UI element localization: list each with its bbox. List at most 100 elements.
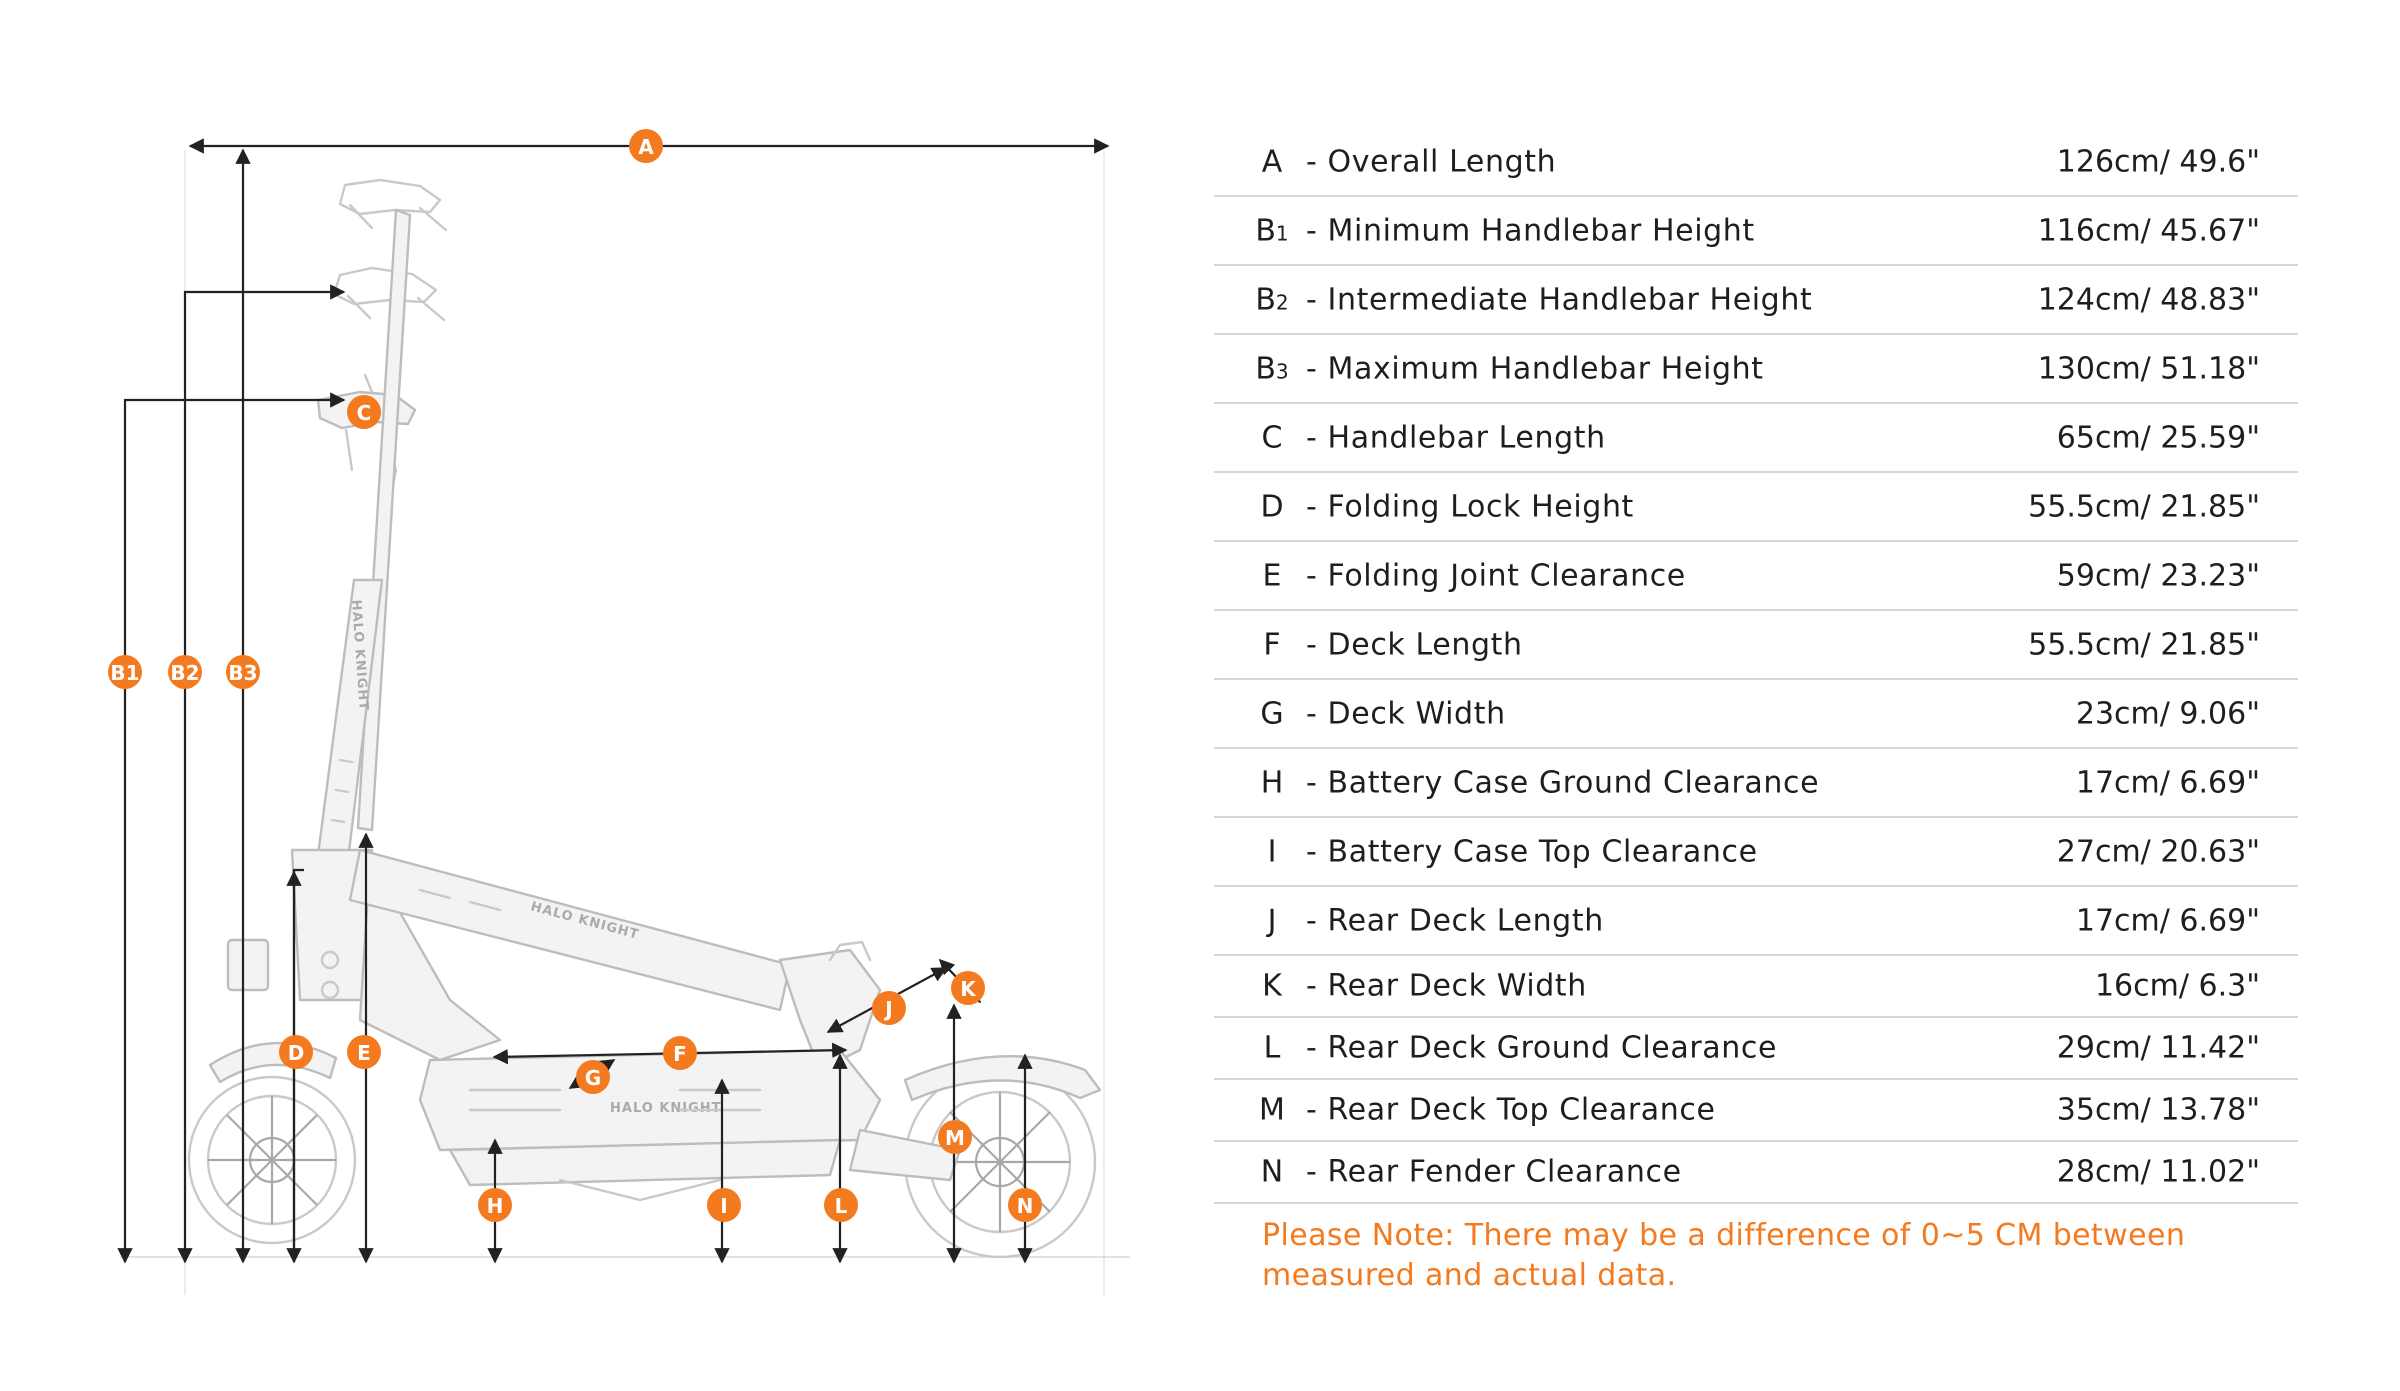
spec-value: 59cm/ 23.23"	[2056, 558, 2260, 593]
svg-text:E: E	[357, 1041, 371, 1065]
spec-code: E	[1262, 558, 1282, 593]
spec-label: - Rear Deck Top Clearance	[1306, 1092, 1716, 1128]
spec-value: 65cm/ 25.59"	[2056, 420, 2260, 455]
spec-row: H - Battery Case Ground Clearance 17cm/ 6.…	[1214, 749, 2298, 818]
spec-row: I - Battery Case Top Clearance 27cm/ 20.63…	[1214, 818, 2298, 887]
spec-value: 28cm/ 11.02"	[2056, 1154, 2260, 1190]
spec-row: E - Folding Joint Clearance 59cm/ 23.23"	[1214, 542, 2298, 611]
svg-text:HALO KNIGHT: HALO KNIGHT	[610, 1101, 722, 1116]
svg-text:M: M	[945, 1126, 965, 1150]
badge-a: A	[629, 129, 663, 163]
spec-code: A	[1261, 144, 1283, 179]
spec-label: - Minimum Handlebar Height	[1306, 213, 1755, 248]
spec-code: L	[1263, 1030, 1281, 1066]
badge-n: N	[1008, 1188, 1042, 1222]
badge-h: H	[478, 1188, 512, 1222]
spec-row: N - Rear Fender Clearance 28cm/ 11.02"	[1214, 1142, 2298, 1204]
dimension-spec-table: A - Overall Length 126cm/ 49.6" B1 - Minimum…	[1214, 128, 2298, 1204]
spec-code: I	[1267, 834, 1277, 869]
badge-b3: B3	[226, 655, 260, 689]
spec-row: B3 - Maximum Handlebar Height 130cm/ 51.18…	[1214, 335, 2298, 404]
spec-label: - Rear Deck Ground Clearance	[1306, 1030, 1778, 1066]
spec-row: C - Handlebar Length 65cm/ 25.59"	[1214, 404, 2298, 473]
spec-row: A - Overall Length 126cm/ 49.6"	[1214, 128, 2298, 197]
spec-code: B2	[1255, 282, 1289, 317]
badge-d: D	[279, 1035, 313, 1069]
spec-code: B3	[1255, 351, 1289, 386]
spec-label: - Deck Length	[1306, 627, 1523, 662]
scooter-illustration: HALO KNIGHT HALO KNIGHT HALO KNIGHT	[187, 178, 1102, 1259]
spec-label: - Rear Deck Length	[1306, 903, 1604, 938]
scooter-dimension-diagram: HALO KNIGHT HALO KNIGHT HALO KNIGHT	[0, 0, 1160, 1391]
badge-b2: B2	[168, 655, 202, 689]
badge-m: M	[938, 1120, 972, 1154]
svg-text:B2: B2	[170, 661, 199, 685]
svg-text:G: G	[585, 1066, 601, 1090]
spec-label: - Battery Case Ground Clearance	[1306, 765, 1820, 800]
spec-label: - Folding Lock Height	[1306, 489, 1634, 524]
svg-text:J: J	[883, 997, 892, 1021]
spec-code: K	[1262, 968, 1282, 1004]
spec-label: - Handlebar Length	[1306, 420, 1606, 455]
spec-value: 130cm/ 51.18"	[2037, 351, 2260, 386]
svg-text:A: A	[638, 135, 654, 159]
svg-text:I: I	[720, 1194, 727, 1218]
spec-value: 126cm/ 49.6"	[2056, 144, 2260, 179]
spec-value: 124cm/ 48.83"	[2037, 282, 2260, 317]
spec-code: B1	[1255, 213, 1289, 248]
spec-label: - Folding Joint Clearance	[1306, 558, 1686, 593]
spec-value: 55.5cm/ 21.85"	[2028, 489, 2260, 524]
spec-code: F	[1263, 627, 1281, 662]
spec-code: N	[1260, 1154, 1284, 1190]
spec-label: - Intermediate Handlebar Height	[1306, 282, 1813, 317]
spec-label: - Maximum Handlebar Height	[1306, 351, 1764, 386]
spec-label: - Battery Case Top Clearance	[1306, 834, 1758, 869]
badge-k: K	[951, 971, 985, 1005]
spec-label: - Rear Deck Width	[1306, 968, 1587, 1004]
spec-value: 17cm/ 6.69"	[2075, 765, 2260, 800]
svg-text:F: F	[673, 1042, 687, 1066]
svg-text:K: K	[960, 977, 977, 1001]
spec-row: M - Rear Deck Top Clearance 35cm/ 13.78"	[1214, 1080, 2298, 1142]
svg-text:B3: B3	[228, 661, 257, 685]
spec-value: 27cm/ 20.63"	[2056, 834, 2260, 869]
badge-g: G	[576, 1060, 610, 1094]
spec-label: - Deck Width	[1306, 696, 1506, 731]
spec-code: J	[1267, 903, 1277, 938]
svg-text:H: H	[487, 1194, 504, 1218]
dimension-lines	[117, 138, 1110, 1264]
badge-b1: B1	[108, 655, 142, 689]
badge-j: J	[872, 991, 906, 1025]
badge-l: L	[824, 1188, 858, 1222]
spec-code: G	[1260, 696, 1284, 731]
spec-value: 116cm/ 45.67"	[2037, 213, 2260, 248]
spec-value: 55.5cm/ 21.85"	[2028, 627, 2260, 662]
svg-text:D: D	[288, 1041, 305, 1065]
badge-f: F	[663, 1036, 697, 1070]
spec-label: - Overall Length	[1306, 144, 1557, 179]
spec-code: H	[1260, 765, 1284, 800]
spec-code: M	[1259, 1092, 1285, 1128]
measurement-note: Please Note: There may be a difference o…	[1262, 1218, 2186, 1293]
spec-value: 23cm/ 9.06"	[2075, 696, 2260, 731]
spec-value: 35cm/ 13.78"	[2056, 1092, 2260, 1128]
badge-i: I	[707, 1188, 741, 1222]
spec-row: K - Rear Deck Width 16cm/ 6.3"	[1214, 956, 2298, 1018]
spec-row: L - Rear Deck Ground Clearance 29cm/ 11.42…	[1214, 1018, 2298, 1080]
spec-row: D - Folding Lock Height 55.5cm/ 21.85"	[1214, 473, 2298, 542]
spec-row: F - Deck Length 55.5cm/ 21.85"	[1214, 611, 2298, 680]
svg-text:N: N	[1017, 1194, 1034, 1218]
spec-label: - Rear Fender Clearance	[1306, 1154, 1682, 1190]
badge-c: C	[347, 395, 381, 429]
badge-e: E	[347, 1035, 381, 1069]
svg-text:L: L	[835, 1194, 848, 1218]
spec-row: B2 - Intermediate Handlebar Height 124cm/ …	[1214, 266, 2298, 335]
svg-text:C: C	[357, 401, 372, 425]
spec-value: 29cm/ 11.42"	[2056, 1030, 2260, 1066]
spec-code: C	[1261, 420, 1283, 455]
spec-row: B1 - Minimum Handlebar Height 116cm/ 45.67…	[1214, 197, 2298, 266]
spec-row: G - Deck Width 23cm/ 9.06"	[1214, 680, 2298, 749]
spec-value: 16cm/ 6.3"	[2094, 968, 2260, 1004]
spec-code: D	[1260, 489, 1284, 524]
